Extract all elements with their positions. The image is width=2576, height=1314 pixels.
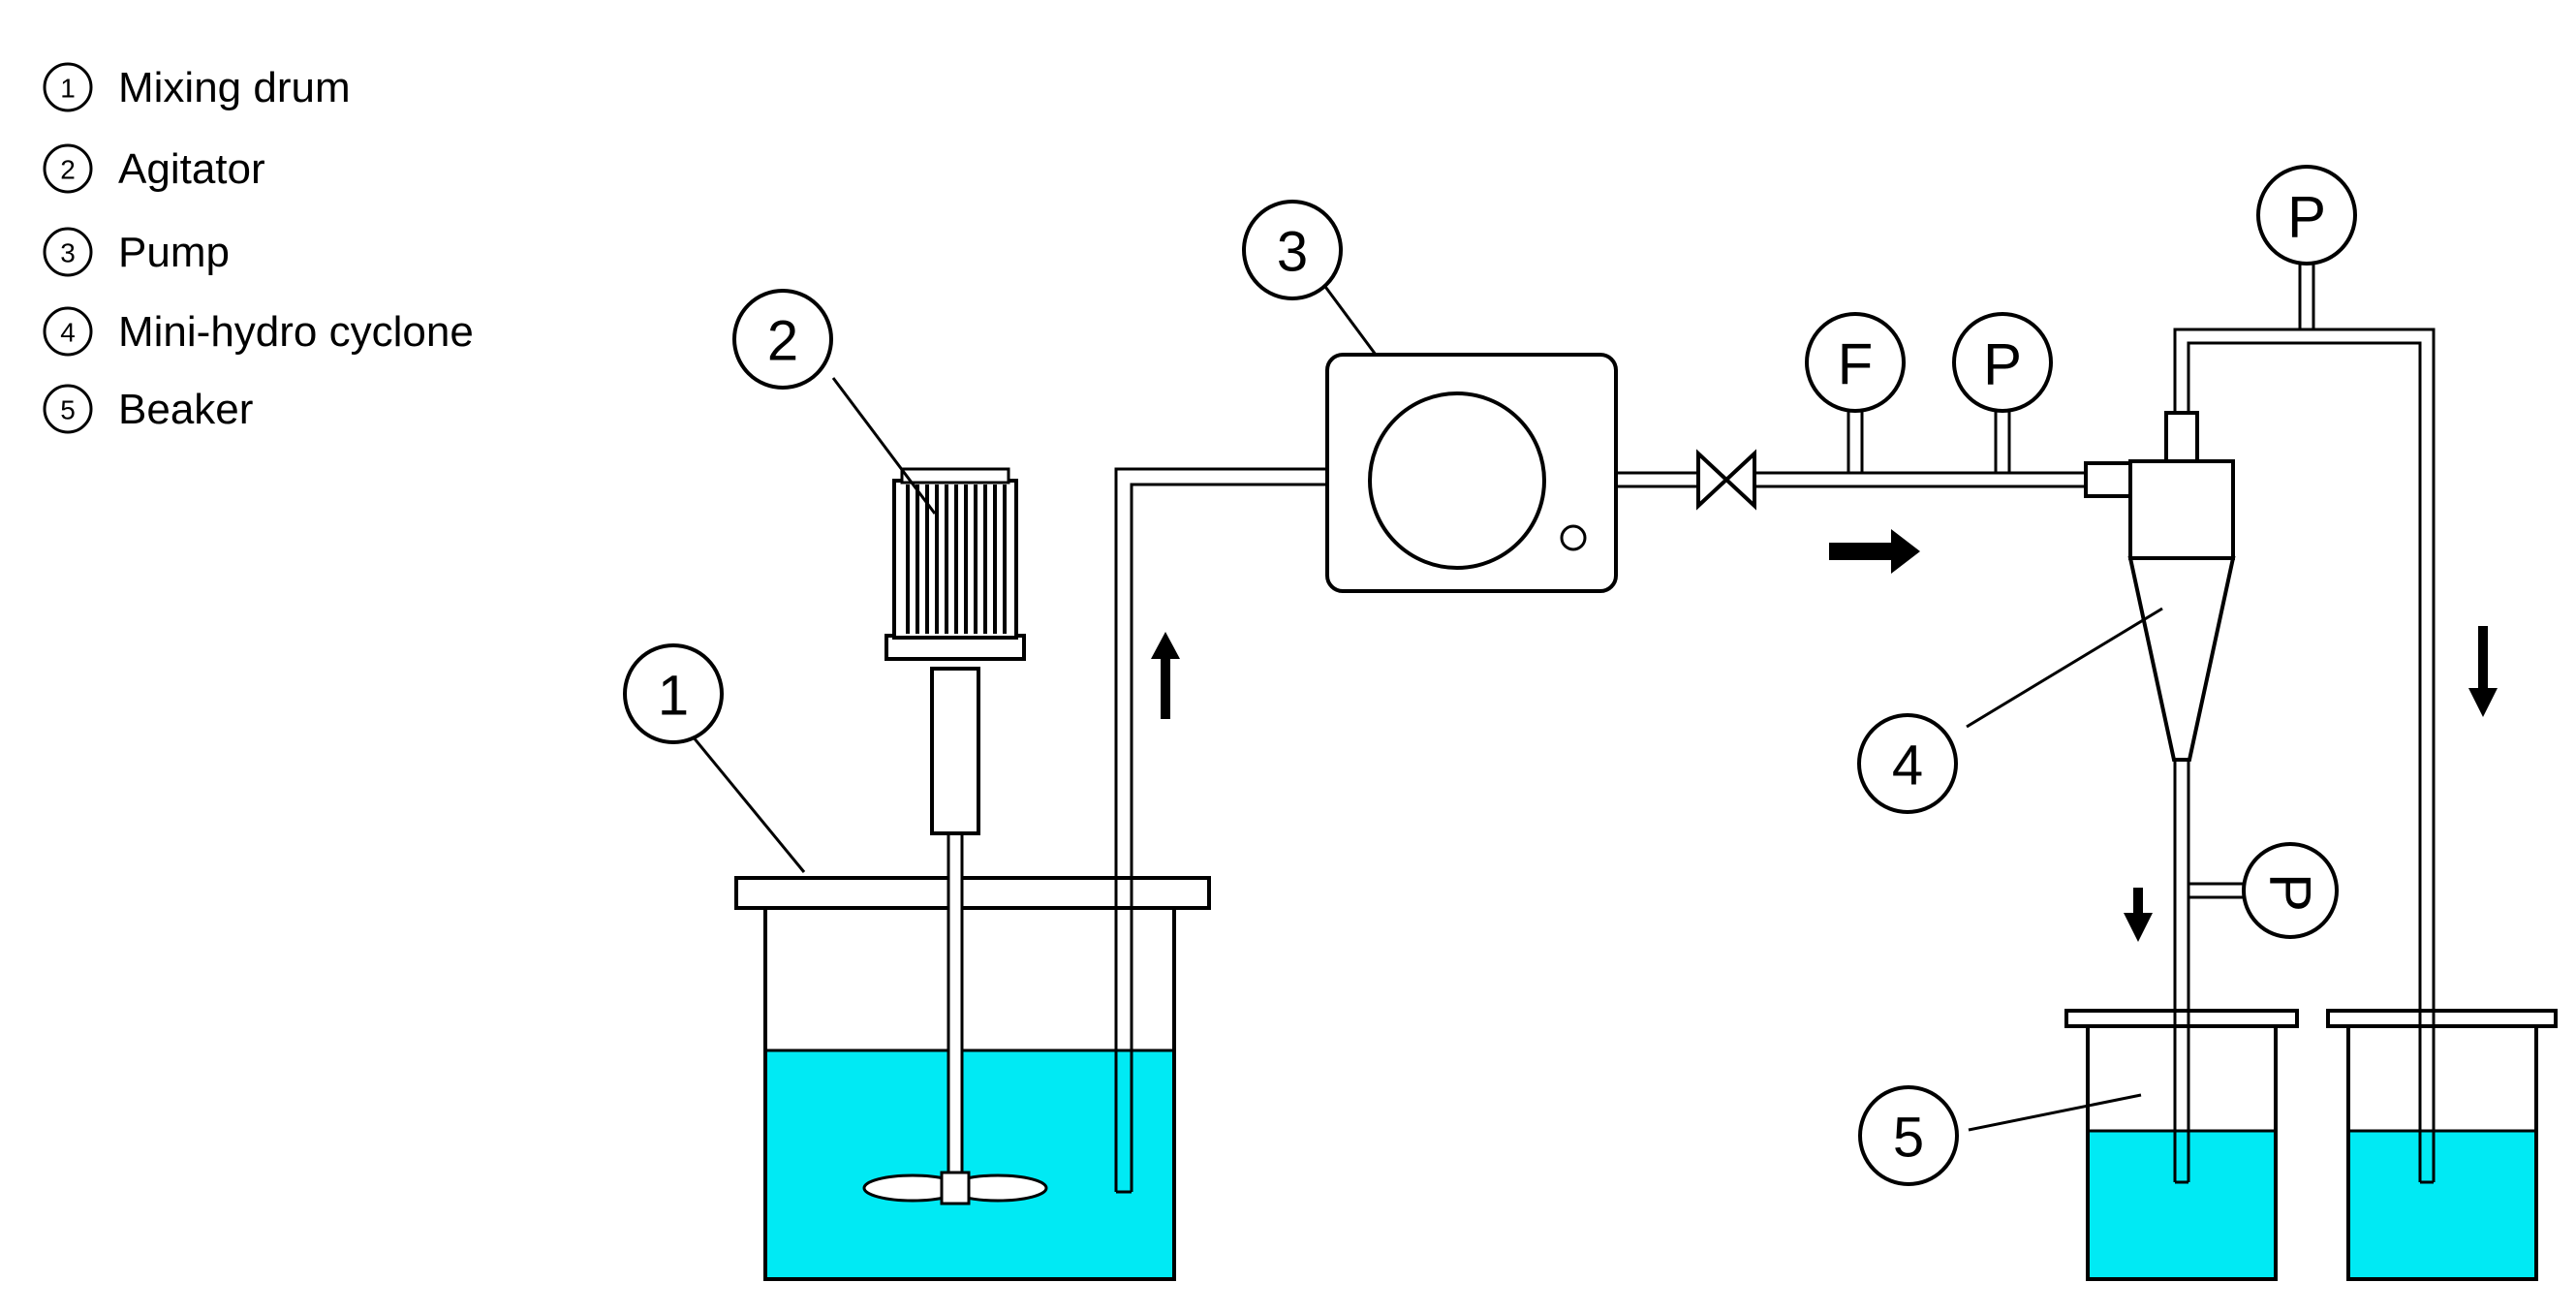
legend-number: 1 (60, 74, 76, 104)
pump-rotor (1368, 391, 1546, 570)
legend-label: Pump (118, 229, 230, 276)
valve[interactable] (1696, 449, 1756, 511)
agitator (862, 467, 1048, 1205)
legend: 1 Mixing drum 2 Agitator 3 Pump 4 Mini-h… (43, 62, 474, 434)
legend-label: Agitator (118, 145, 265, 193)
callout-number: 3 (1277, 221, 1308, 284)
callout-pump: 3 (1242, 200, 1378, 356)
pump (1325, 353, 1618, 593)
flow-gauge: F (1805, 312, 1906, 473)
legend-number: 2 (60, 155, 76, 185)
flow-arrow-down-overflow (2468, 626, 2498, 717)
agitator-impeller (862, 1171, 1048, 1205)
callout-agitator: 2 (732, 289, 937, 515)
legend-label: Mixing drum (118, 64, 351, 111)
callout-mixing-drum: 1 (623, 643, 806, 873)
legend-label: Beaker (118, 386, 253, 433)
callout-number: 1 (658, 665, 689, 728)
mixing-drum (734, 876, 1211, 1281)
callout-number: 2 (767, 310, 798, 373)
drum-liquid (765, 1050, 1174, 1279)
overflow-pipe (2173, 328, 2436, 1182)
mini-hydro-cyclone (2084, 411, 2236, 762)
legend-item-beaker: 5 Beaker (43, 384, 253, 434)
legend-item-mixing-drum: 1 Mixing drum (43, 62, 351, 112)
callout-number: 4 (1892, 735, 1923, 798)
legend-item-mini-hydro-cyclone: 4 Mini-hydro cyclone (43, 306, 474, 357)
pressure-gauge-overflow: P (2256, 165, 2357, 329)
legend-item-agitator: 2 Agitator (43, 143, 265, 194)
flow-arrow-down-underflow (2124, 888, 2153, 942)
pressure-gauge-underflow: P (2188, 842, 2339, 939)
discharge-pipe (1616, 471, 2086, 488)
pressure-gauge-underflow-label: P (2258, 873, 2323, 912)
suction-pipe (1114, 467, 1327, 1194)
callout-beaker: 5 (1858, 1085, 2142, 1186)
flow-arrow-up (1151, 632, 1180, 719)
pressure-gauge-overflow-label: P (2287, 185, 2326, 250)
flow-arrow-right (1829, 529, 1920, 574)
underflow-pipe (2173, 760, 2190, 1182)
callout-cyclone: 4 (1857, 607, 2163, 814)
beaker-underflow (2064, 1009, 2299, 1281)
legend-label: Mini-hydro cyclone (118, 308, 474, 356)
beaker-overflow (2326, 1009, 2558, 1281)
legend-number: 5 (60, 395, 76, 425)
pump-indicator (1560, 524, 1587, 551)
pressure-gauge-inlet: P (1952, 312, 2053, 473)
legend-number: 4 (60, 318, 76, 348)
legend-number: 3 (60, 238, 76, 268)
agitator-motor (892, 467, 1018, 640)
pressure-gauge-inlet-label: P (1983, 332, 2022, 397)
drum-lid (734, 876, 1211, 910)
legend-item-pump: 3 Pump (43, 227, 230, 277)
flow-gauge-label: F (1838, 332, 1874, 397)
callout-number: 5 (1893, 1107, 1924, 1170)
